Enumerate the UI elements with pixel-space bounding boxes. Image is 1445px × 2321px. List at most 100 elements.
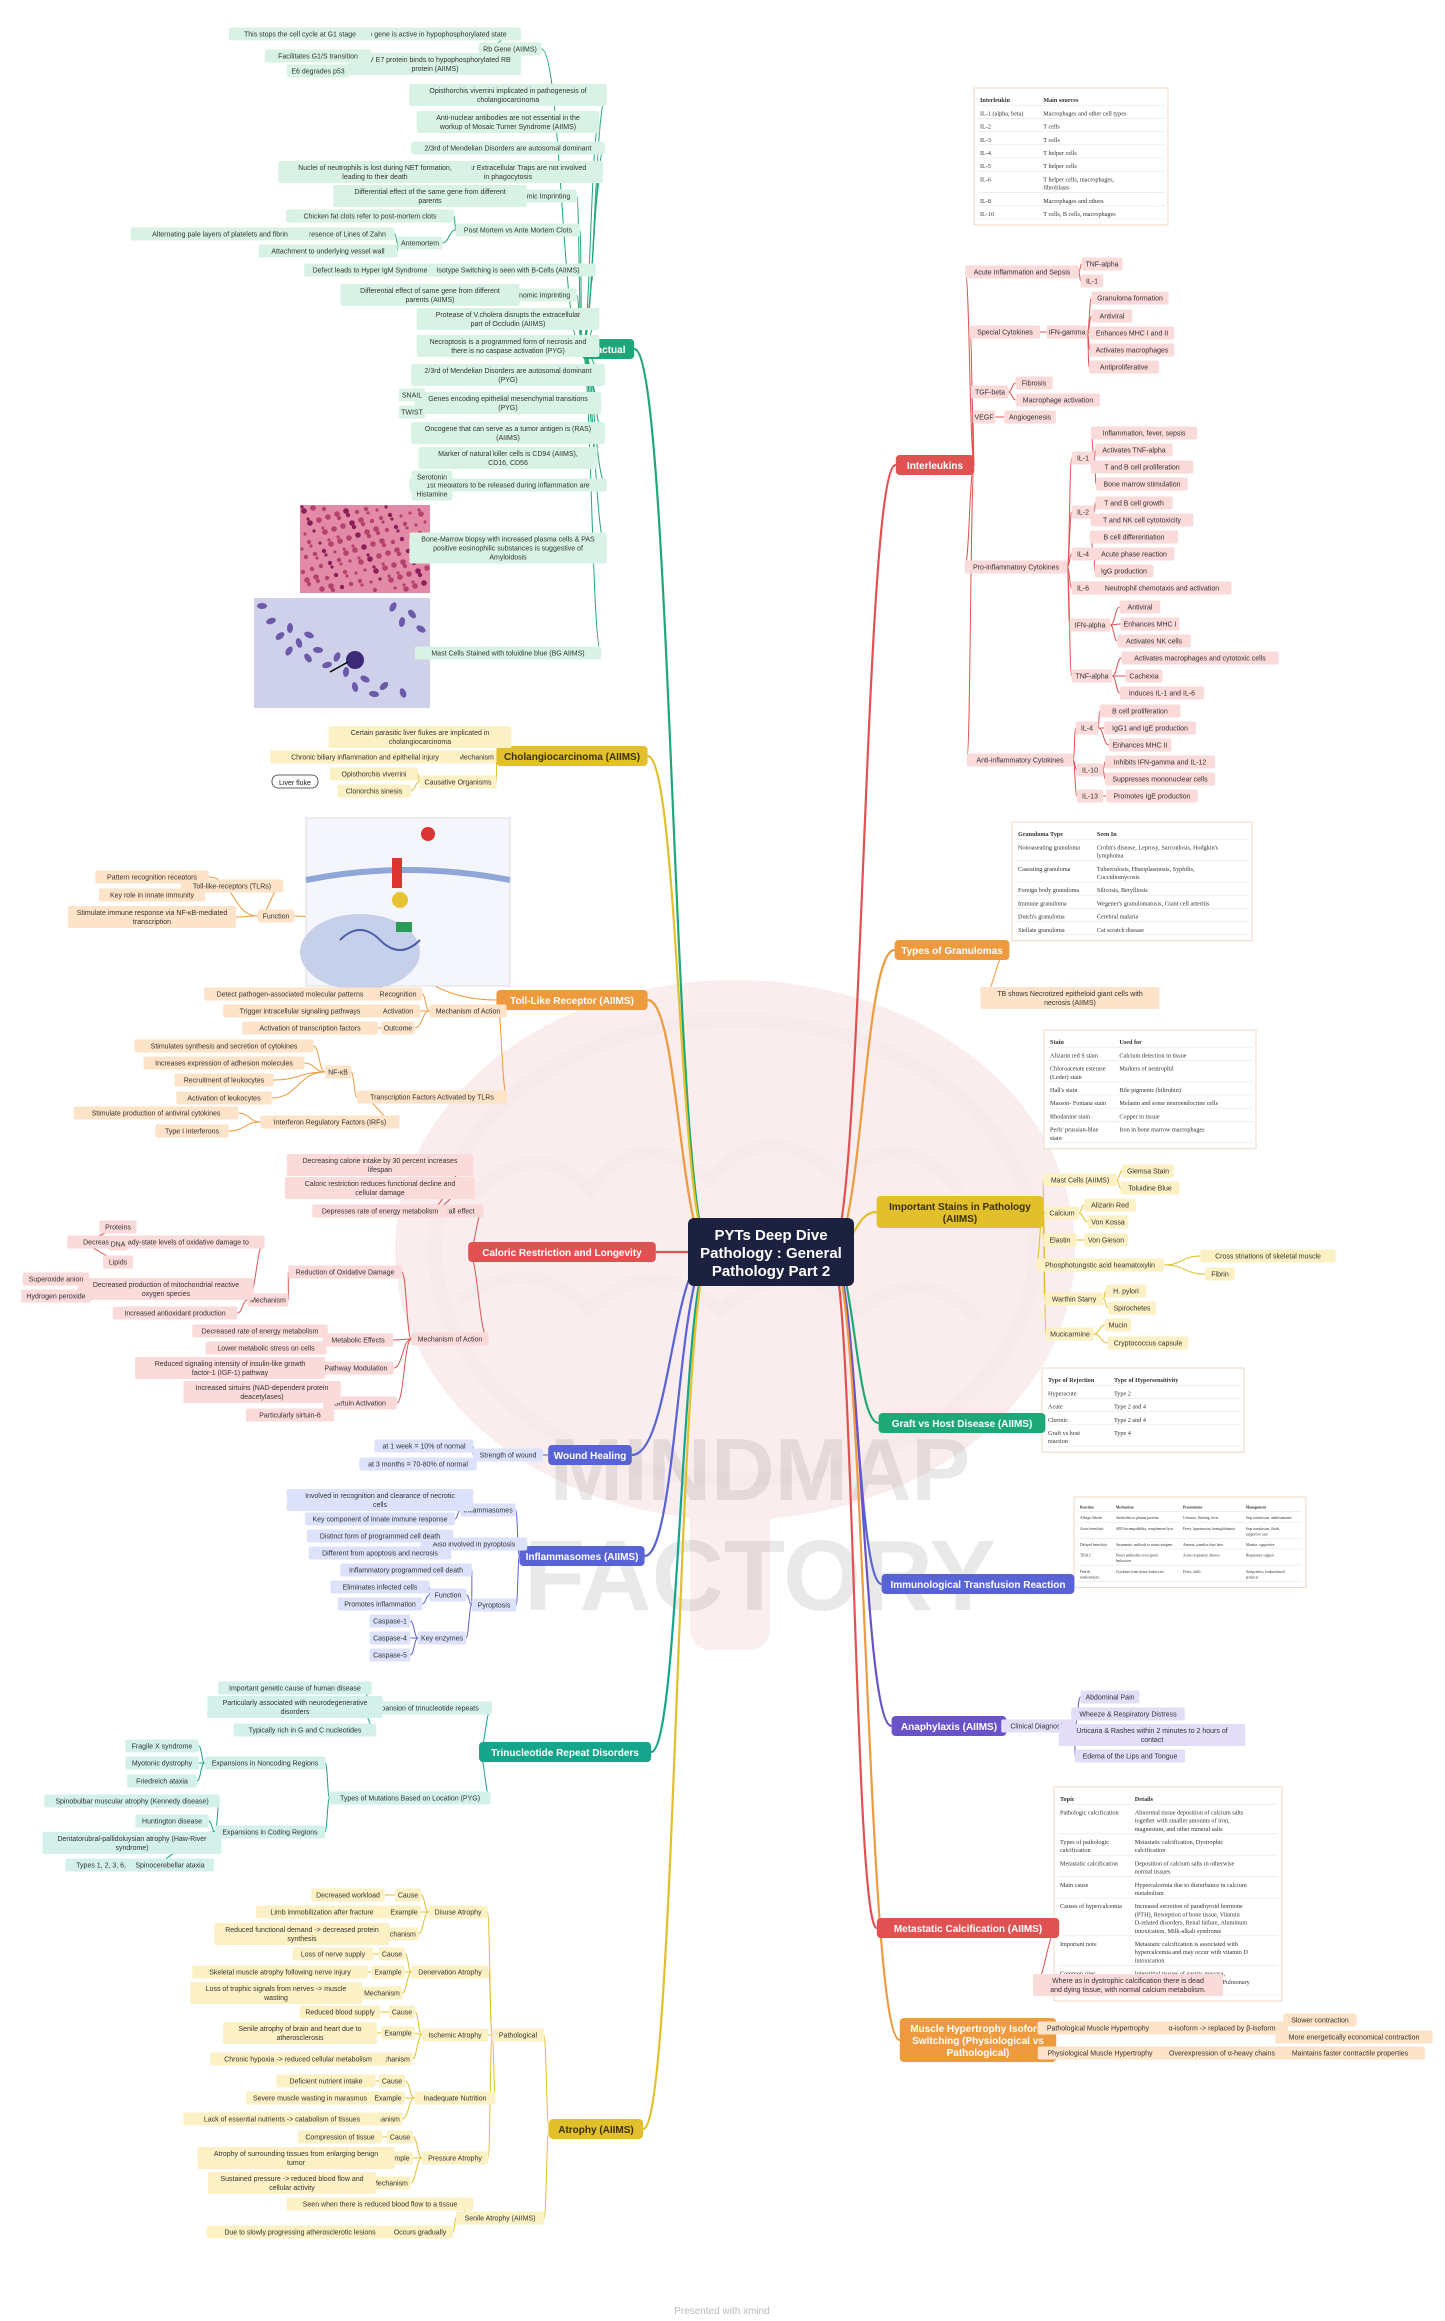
node-bone-marrow-biopsy-with-increased-plasma[interactable]: Bone-Marrow biopsy with increased plasma… bbox=[409, 532, 607, 564]
node-granuloma-formation[interactable]: Granuloma formation bbox=[1091, 291, 1169, 305]
node-mast-cells-stained-with-toluidine-blue-b[interactable]: Mast Cells Stained with toluidine blue (… bbox=[414, 646, 602, 660]
node-wheeze-respiratory-distress[interactable]: Wheeze & Respiratory Distress bbox=[1071, 1707, 1185, 1721]
node-decreases-steady-state-levels-of-oxidati[interactable]: Decreases steady-state levels of oxidati… bbox=[67, 1235, 265, 1249]
node-caspase-5[interactable]: Caspase-5 bbox=[369, 1648, 411, 1662]
node-tnf-alpha[interactable]: TNF-alpha bbox=[1081, 257, 1123, 271]
node-at-1-week-10-of-normal[interactable]: at 1 week = 10% of normal bbox=[374, 1439, 474, 1453]
node-activates-nk-cells[interactable]: Activates NK cells bbox=[1117, 634, 1191, 648]
node-stimulate-production-of-antiviral-cytoki[interactable]: Stimulate production of antiviral cytoki… bbox=[73, 1106, 239, 1120]
node-overexpression-of-heavy-chains[interactable]: Overexpression of α-heavy chains bbox=[1159, 2046, 1285, 2060]
node-twist[interactable]: TWIST bbox=[398, 405, 426, 419]
node-friedreich-ataxia[interactable]: Friedreich ataxia bbox=[127, 1774, 197, 1788]
node-inflammatory-programmed-cell-death[interactable]: Inflammatory programmed cell death bbox=[340, 1563, 472, 1577]
node-defect-leads-to-hyper-igm-syndrome[interactable]: Defect leads to Hyper IgM Syndrome bbox=[304, 263, 436, 277]
node-ifn-gamma[interactable]: IFN-gamma bbox=[1046, 325, 1088, 339]
central-topic[interactable]: PYTs Deep Dive Pathology : General Patho… bbox=[688, 1218, 854, 1286]
node-example[interactable]: Example bbox=[387, 1905, 421, 1919]
node-activation-of-transcription-factors[interactable]: Activation of transcription factors bbox=[242, 1021, 378, 1035]
node-calcium[interactable]: Calcium bbox=[1045, 1206, 1079, 1220]
node-decreased-production-of-mitochondrial-re[interactable]: Decreased production of mitochondrial re… bbox=[78, 1278, 254, 1300]
node-interferon-regulatory-factors-irfs[interactable]: Interferon Regulatory Factors (IRFs) bbox=[260, 1115, 400, 1129]
node-decreased-workload[interactable]: Decreased workload bbox=[311, 1888, 385, 1902]
node-cause[interactable]: Cause bbox=[388, 2005, 416, 2019]
node-anaphylaxis-aiims[interactable]: Anaphylaxis (AIIMS) bbox=[891, 1716, 1007, 1736]
node-mucicarmine[interactable]: Mucicarmine bbox=[1045, 1327, 1095, 1341]
node-il-2[interactable]: IL-2 bbox=[1071, 505, 1095, 519]
node-il-1[interactable]: IL-1 bbox=[1080, 274, 1104, 288]
node-mechanism-of-action[interactable]: Mechanism of Action bbox=[411, 1332, 489, 1346]
node-activation[interactable]: Activation bbox=[375, 1004, 421, 1018]
node-function[interactable]: Function bbox=[429, 1588, 467, 1602]
node-cholangiocarcinoma-aiims[interactable]: Cholangiocarcinoma (AIIMS) bbox=[496, 746, 648, 766]
node-alizarin-red[interactable]: Alizarin Red bbox=[1084, 1198, 1136, 1212]
node-ischemic-atrophy[interactable]: Ischemic Atrophy bbox=[421, 2028, 489, 2042]
node-genomic-imprinting[interactable]: Genomic Imprinting bbox=[503, 288, 577, 302]
node-caloric-restriction-and-longevity[interactable]: Caloric Restriction and Longevity bbox=[468, 1242, 656, 1262]
node-example[interactable]: Example bbox=[371, 1965, 405, 1979]
node-nf-b[interactable]: NF-κB bbox=[324, 1065, 352, 1079]
node-trinucleotide-repeat-disorders[interactable]: Trinucleotide Repeat Disorders bbox=[479, 1742, 651, 1762]
node-antiviral[interactable]: Antiviral bbox=[1091, 309, 1133, 323]
node-depresses-rate-of-energy-metabolism[interactable]: Depresses rate of energy metabolism bbox=[312, 1204, 448, 1218]
node-induces-il-1-and-il-6[interactable]: Induces IL-1 and IL-6 bbox=[1119, 686, 1205, 700]
node-decreased-rate-of-energy-metabolism[interactable]: Decreased rate of energy metabolism bbox=[192, 1324, 328, 1338]
node-increased-sirtuins-nad-dependent-protein[interactable]: Increased sirtuins (NAD-dependent protei… bbox=[183, 1381, 341, 1403]
node-reduced-blood-supply[interactable]: Reduced blood supply bbox=[299, 2005, 381, 2019]
node-acute-inflammation-and-sepsis[interactable]: Acute Inflammation and Sepsis bbox=[965, 265, 1079, 279]
node-due-to-slowly-progressing-atheroscleroti[interactable]: Due to slowly progressing atheroscleroti… bbox=[206, 2225, 394, 2239]
node-cryptococcus-capsule[interactable]: Cryptococcus capsule bbox=[1107, 1336, 1189, 1350]
node-particularly-sirtuin-6[interactable]: Particularly sirtuin-6 bbox=[245, 1408, 335, 1422]
node-edema-of-the-lips-and-tongue[interactable]: Edema of the Lips and Tongue bbox=[1075, 1749, 1185, 1763]
node-cause[interactable]: Cause bbox=[378, 1947, 406, 1961]
node-limb-immobilization-after-fracture[interactable]: Limb immobilization after fracture bbox=[256, 1905, 388, 1919]
node-caloric-restriction-reduces-functional-d[interactable]: Caloric restriction reduces functional d… bbox=[285, 1177, 475, 1199]
node-cross-striations-of-skeletal-muscle[interactable]: Cross striations of skeletal muscle bbox=[1200, 1249, 1336, 1263]
node-this-stops-the-cell-cycle-at-g1-stage[interactable]: This stops the cell cycle at G1 stage bbox=[228, 27, 372, 41]
node-atrophy-aiims[interactable]: Atrophy (AIIMS) bbox=[549, 2119, 643, 2139]
node-maintains-faster-contractile-properties[interactable]: Maintains faster contractile properties bbox=[1275, 2046, 1425, 2060]
node-enhances-mhc-i-and-ii[interactable]: Enhances MHC I and II bbox=[1089, 326, 1175, 340]
node-von-gieson[interactable]: Von Gieson bbox=[1083, 1233, 1129, 1247]
node-hpv-e7-protein-binds-to-hypophosphorylat[interactable]: HPV E7 protein binds to hypophosphorylat… bbox=[349, 53, 521, 75]
node-macrophage-activation[interactable]: Macrophage activation bbox=[1015, 393, 1101, 407]
node-urticaria-rashes-within-2-minutes-to-2-h[interactable]: Urticaria & Rashes within 2 minutes to 2… bbox=[1058, 1724, 1246, 1746]
node-superoxide-anion[interactable]: Superoxide anion bbox=[22, 1272, 90, 1286]
node-mechanism-of-action[interactable]: Mechanism of Action bbox=[429, 1004, 507, 1018]
node-special-cytokines[interactable]: Special Cytokines bbox=[970, 325, 1040, 339]
node-bone-marrow-stimulation[interactable]: Bone marrow stimulation bbox=[1096, 477, 1188, 491]
node-t-and-b-cell-growth[interactable]: T and B cell growth bbox=[1095, 496, 1173, 510]
node-facilitates-g1-s-transition[interactable]: Facilitates G1/S transition bbox=[264, 49, 372, 63]
node-clonorchis-sinesis[interactable]: Clonorchis sinesis bbox=[337, 784, 411, 798]
node-ifn-alpha[interactable]: IFN-alpha bbox=[1069, 618, 1111, 632]
node-von-kossa[interactable]: Von Kossa bbox=[1087, 1215, 1129, 1229]
node-il-13[interactable]: IL-13 bbox=[1076, 789, 1104, 803]
node-cause[interactable]: Cause bbox=[378, 2074, 406, 2088]
node-where-as-in-dystrophic-calcification-the[interactable]: Where as in dystrophic calcification the… bbox=[1033, 1974, 1223, 1996]
node-distinct-form-of-programmed-cell-death[interactable]: Distinct form of programmed cell death bbox=[306, 1529, 454, 1543]
node-il-6[interactable]: IL-6 bbox=[1071, 581, 1095, 595]
node-compression-of-tissue[interactable]: Compression of tissue bbox=[297, 2130, 383, 2144]
node-anti-nuclear-antibodies-are-not-essentia[interactable]: Anti-nuclear antibodies are not essentia… bbox=[416, 111, 600, 133]
node-vegf[interactable]: VEGF bbox=[972, 410, 996, 424]
node-types-of-mutations-based-on-location-pyg[interactable]: Types of Mutations Based on Location (PY… bbox=[329, 1791, 491, 1805]
node-decreasing-calorie-intake-by-30-percent-[interactable]: Decreasing calorie intake by 30 percent … bbox=[286, 1154, 474, 1176]
node-senile-atrophy-aiims[interactable]: Senile Atrophy (AIIMS) bbox=[455, 2211, 545, 2225]
node-types-1-2-3-6-7[interactable]: Types 1, 2, 3, 6, 7 bbox=[65, 1858, 143, 1872]
node-rb-gene-is-active-in-hypophosphorylated-[interactable]: Rb gene is active in hypophosphorylated … bbox=[349, 27, 521, 41]
node-fibrosis[interactable]: Fibrosis bbox=[1015, 376, 1053, 390]
node-il-4[interactable]: IL-4 bbox=[1071, 547, 1095, 561]
node-activates-tnf-alpha[interactable]: Activates TNF-alpha bbox=[1095, 443, 1173, 457]
node-suppresses-mononuclear-cells[interactable]: Suppresses mononuclear cells bbox=[1105, 772, 1215, 786]
node-lipids[interactable]: Lipids bbox=[103, 1255, 133, 1269]
node-opisthorchis-viverrini-implicated-in-pat[interactable]: Opisthorchis viverrini implicated in pat… bbox=[409, 84, 607, 106]
node-tb-shows-necrotized-epitheloid-giant-cel[interactable]: TB shows Necrotized epitheloid giant cel… bbox=[980, 987, 1160, 1009]
node-presence-of-lines-of-zahn[interactable]: Presence of Lines of Zahn bbox=[295, 227, 395, 241]
node-lack-of-essential-nutrients-catabolism-o[interactable]: Lack of essential nutrients -> catabolis… bbox=[183, 2112, 381, 2126]
node-slower-contraction[interactable]: Slower contraction bbox=[1283, 2013, 1357, 2027]
node-loss-of-nerve-supply[interactable]: Loss of nerve supply bbox=[292, 1947, 374, 1961]
node-attachment-to-underlying-vessel-wall[interactable]: Attachment to underlying vessel wall bbox=[258, 244, 398, 258]
node-histamine[interactable]: Histamine bbox=[411, 487, 453, 501]
node-sirtuin-activation[interactable]: Sirtuin Activation bbox=[323, 1396, 397, 1410]
node-strength-of-wound[interactable]: Strength of wound bbox=[473, 1448, 543, 1462]
